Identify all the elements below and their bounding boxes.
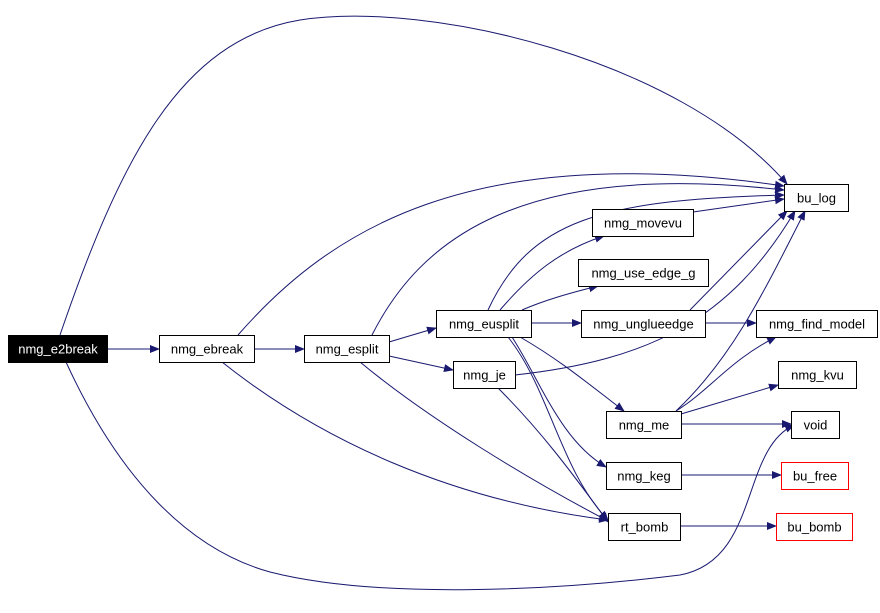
node-movevu[interactable]: nmg_movevu (592, 209, 694, 237)
edge-line (521, 284, 599, 311)
node-box (453, 361, 516, 389)
edge-line (692, 196, 785, 213)
node-kvu[interactable]: nmg_kvu (778, 361, 857, 389)
edge-e2break-to-void (65, 361, 795, 591)
node-rt-bomb[interactable]: rt_bomb (608, 513, 681, 541)
node-use-edge-g[interactable]: nmg_use_edge_g (578, 259, 709, 287)
edge-e2break-to-bu-log (59, 15, 788, 336)
node-box (8, 335, 108, 363)
node-esplit[interactable]: nmg_esplit (304, 335, 390, 363)
edge-eusplit-to-use-edge-g (521, 284, 599, 311)
node-label: nmg_e2break (18, 342, 98, 357)
nodes-layer: nmg_e2break nmg_ebreak nmg_esplit nmg_euspl… (8, 184, 878, 541)
node-me[interactable]: nmg_me (606, 411, 682, 439)
edge-movevu-to-bu-log (692, 196, 785, 213)
node-label: nmg_eusplit (449, 317, 519, 332)
node-bu-log[interactable]: bu_log (784, 184, 849, 212)
edge-eusplit-to-rt-bomb (507, 336, 609, 521)
node-box (436, 310, 532, 338)
node-box (159, 335, 255, 363)
edge-esplit-to-je (388, 355, 454, 372)
node-label: bu_free (793, 469, 837, 484)
edge-line (237, 173, 785, 336)
node-je[interactable]: nmg_je (453, 361, 516, 389)
edge-line (487, 191, 785, 311)
edge-line (499, 234, 605, 311)
node-label: nmg_keg (617, 469, 670, 484)
node-label: void (804, 418, 828, 433)
node-ebreak[interactable]: nmg_ebreak (159, 335, 255, 363)
edge-ebreak-to-bu-log (237, 173, 785, 336)
edge-esplit-to-rt-bomb (359, 361, 609, 522)
edge-line (221, 361, 609, 523)
edge-eusplit-to-me (519, 336, 625, 412)
edge-line (371, 183, 785, 336)
node-label: nmg_kvu (791, 368, 844, 383)
node-box (781, 462, 849, 490)
node-label: nmg_find_model (769, 317, 865, 332)
node-label: rt_bomb (621, 520, 669, 535)
edge-eusplit-to-keg (511, 336, 607, 468)
edge-line (388, 355, 454, 372)
node-keg[interactable]: nmg_keg (606, 462, 682, 490)
edge-line (388, 326, 437, 343)
edge-line (497, 387, 609, 523)
node-void[interactable]: void (791, 411, 840, 439)
node-box (304, 335, 390, 363)
node-box (756, 310, 878, 338)
node-box (606, 462, 682, 490)
node-label: nmg_movevu (604, 216, 682, 231)
edge-line (507, 336, 609, 521)
node-label: nmg_je (463, 368, 506, 383)
edges-layer (59, 15, 806, 591)
node-label: nmg_esplit (316, 342, 379, 357)
edge-line (680, 383, 779, 415)
edge-eusplit-to-movevu (499, 234, 605, 311)
edge-line (59, 15, 788, 336)
node-label: nmg_me (619, 418, 670, 433)
node-e2break: nmg_e2break (8, 335, 108, 363)
edge-me-to-find-model (675, 336, 777, 412)
edge-eusplit-to-bu-log (487, 191, 785, 311)
edge-je-to-rt-bomb (497, 387, 609, 523)
edge-line (675, 210, 806, 412)
node-box (784, 184, 849, 212)
node-box (778, 361, 857, 389)
node-label: nmg_unglueedge (593, 317, 693, 332)
node-box (578, 259, 709, 287)
edge-line (65, 361, 795, 591)
node-label: bu_log (797, 191, 836, 206)
edge-unglueedge-to-bu-log (689, 210, 788, 311)
node-bu-free[interactable]: bu_free (781, 462, 849, 490)
node-box (791, 411, 840, 439)
node-box (776, 513, 853, 541)
node-unglueedge[interactable]: nmg_unglueedge (581, 310, 706, 338)
edge-me-to-kvu (680, 383, 779, 415)
node-eusplit[interactable]: nmg_eusplit (436, 310, 532, 338)
edge-me-to-bu-log (675, 210, 806, 412)
edge-line (675, 336, 777, 412)
edge-ebreak-to-rt-bomb (221, 361, 609, 523)
node-bu-bomb[interactable]: bu_bomb (776, 513, 853, 541)
node-box (592, 209, 694, 237)
node-label: bu_bomb (787, 520, 841, 535)
edge-esplit-to-eusplit (388, 326, 437, 343)
edge-line (511, 336, 607, 468)
node-find-model[interactable]: nmg_find_model (756, 310, 878, 338)
edge-line (689, 210, 788, 311)
node-box (606, 411, 682, 439)
edge-line (519, 336, 625, 412)
edge-esplit-to-bu-log (371, 183, 785, 336)
node-box (608, 513, 681, 541)
node-label: nmg_use_edge_g (591, 266, 695, 281)
node-label: nmg_ebreak (171, 342, 244, 357)
node-box (581, 310, 706, 338)
edge-line (359, 361, 609, 522)
